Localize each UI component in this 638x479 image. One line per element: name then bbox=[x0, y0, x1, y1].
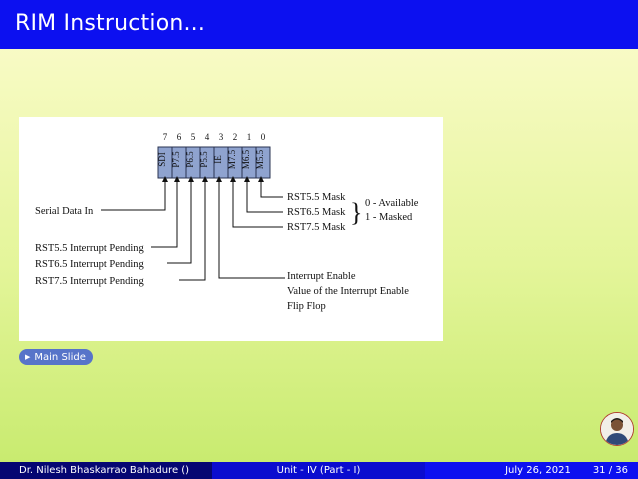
bit-number: 2 bbox=[233, 132, 238, 142]
register-field-label: IE bbox=[213, 155, 223, 164]
register-field-label: SDI bbox=[157, 152, 167, 167]
m55-line bbox=[260, 178, 283, 198]
main-slide-button[interactable]: ▶ Main Slide bbox=[19, 349, 93, 365]
register-field-label: P5.5 bbox=[199, 151, 209, 168]
label-m75: RST7.5 Mask bbox=[287, 222, 346, 233]
footer-author: Dr. Nilesh Bhaskarrao Bahadure () bbox=[19, 465, 190, 476]
arrow-m55 bbox=[258, 176, 264, 182]
footer-date: July 26, 2021 bbox=[505, 465, 571, 476]
title-bar: RIM Instruction... bbox=[0, 0, 638, 49]
label-p55: RST5.5 Interrupt Pending bbox=[35, 243, 145, 254]
arrow-m65 bbox=[244, 176, 250, 182]
triangle-right-icon: ▶ bbox=[25, 353, 31, 361]
footer-page-number: 31 / 36 bbox=[592, 465, 628, 476]
footer-bar: Dr. Nilesh Bhaskarrao Bahadure () Unit -… bbox=[0, 462, 638, 479]
arrow-p75 bbox=[174, 176, 180, 182]
label-p65: RST6.5 Interrupt Pending bbox=[35, 259, 145, 270]
label-ie-3: Flip Flop bbox=[287, 301, 326, 312]
label-p75: RST7.5 Interrupt Pending bbox=[35, 276, 145, 287]
register-cell bbox=[255, 146, 271, 179]
bit-number: 3 bbox=[219, 132, 224, 142]
slide-title: RIM Instruction... bbox=[15, 11, 206, 36]
bit-number: 7 bbox=[163, 132, 168, 142]
register-field-label: M5.5 bbox=[255, 149, 265, 169]
footer-author-section: Dr. Nilesh Bhaskarrao Bahadure () bbox=[0, 462, 212, 479]
label-ie-2: Value of the Interrupt Enable bbox=[287, 286, 409, 297]
m65-line bbox=[246, 178, 283, 213]
p55-line bbox=[179, 178, 206, 281]
arrow-m75 bbox=[230, 176, 236, 182]
ie-line bbox=[218, 178, 285, 279]
label-m55: RST5.5 Mask bbox=[287, 192, 346, 203]
register-field-label: M6.5 bbox=[241, 149, 251, 169]
bit-number: 0 bbox=[261, 132, 266, 142]
label-serial: Serial Data In bbox=[35, 206, 94, 217]
register-field-label: M7.5 bbox=[227, 149, 237, 169]
p65-line bbox=[167, 178, 192, 264]
footer-unit: Unit - IV (Part - I) bbox=[276, 465, 361, 476]
arrow-p55 bbox=[202, 176, 208, 182]
m75-line bbox=[232, 178, 283, 228]
avatar bbox=[600, 412, 634, 446]
footer-date-section: July 26, 2021 31 / 36 bbox=[425, 462, 638, 479]
bit-number: 6 bbox=[177, 132, 182, 142]
label-ie-1: Interrupt Enable bbox=[287, 271, 356, 282]
main-slide-label: Main Slide bbox=[34, 351, 86, 363]
footer-unit-section: Unit - IV (Part - I) bbox=[212, 462, 425, 479]
arrow-ie bbox=[216, 176, 222, 182]
arrow-sdi bbox=[162, 176, 168, 182]
mask-brace: } bbox=[350, 198, 362, 227]
bit-number: 5 bbox=[191, 132, 196, 142]
register-field-label: P7.5 bbox=[171, 151, 181, 168]
person-photo-icon bbox=[601, 413, 633, 445]
bit-number: 1 bbox=[247, 132, 252, 142]
label-available: 0 - Available bbox=[365, 198, 419, 209]
label-m65: RST6.5 Mask bbox=[287, 207, 346, 218]
bit-number: 4 bbox=[205, 132, 210, 142]
p75-line bbox=[151, 178, 178, 248]
serial-line bbox=[101, 178, 166, 211]
arrow-p65 bbox=[188, 176, 194, 182]
register-field-label: P6.5 bbox=[185, 151, 195, 168]
label-masked: 1 - Masked bbox=[365, 212, 413, 223]
